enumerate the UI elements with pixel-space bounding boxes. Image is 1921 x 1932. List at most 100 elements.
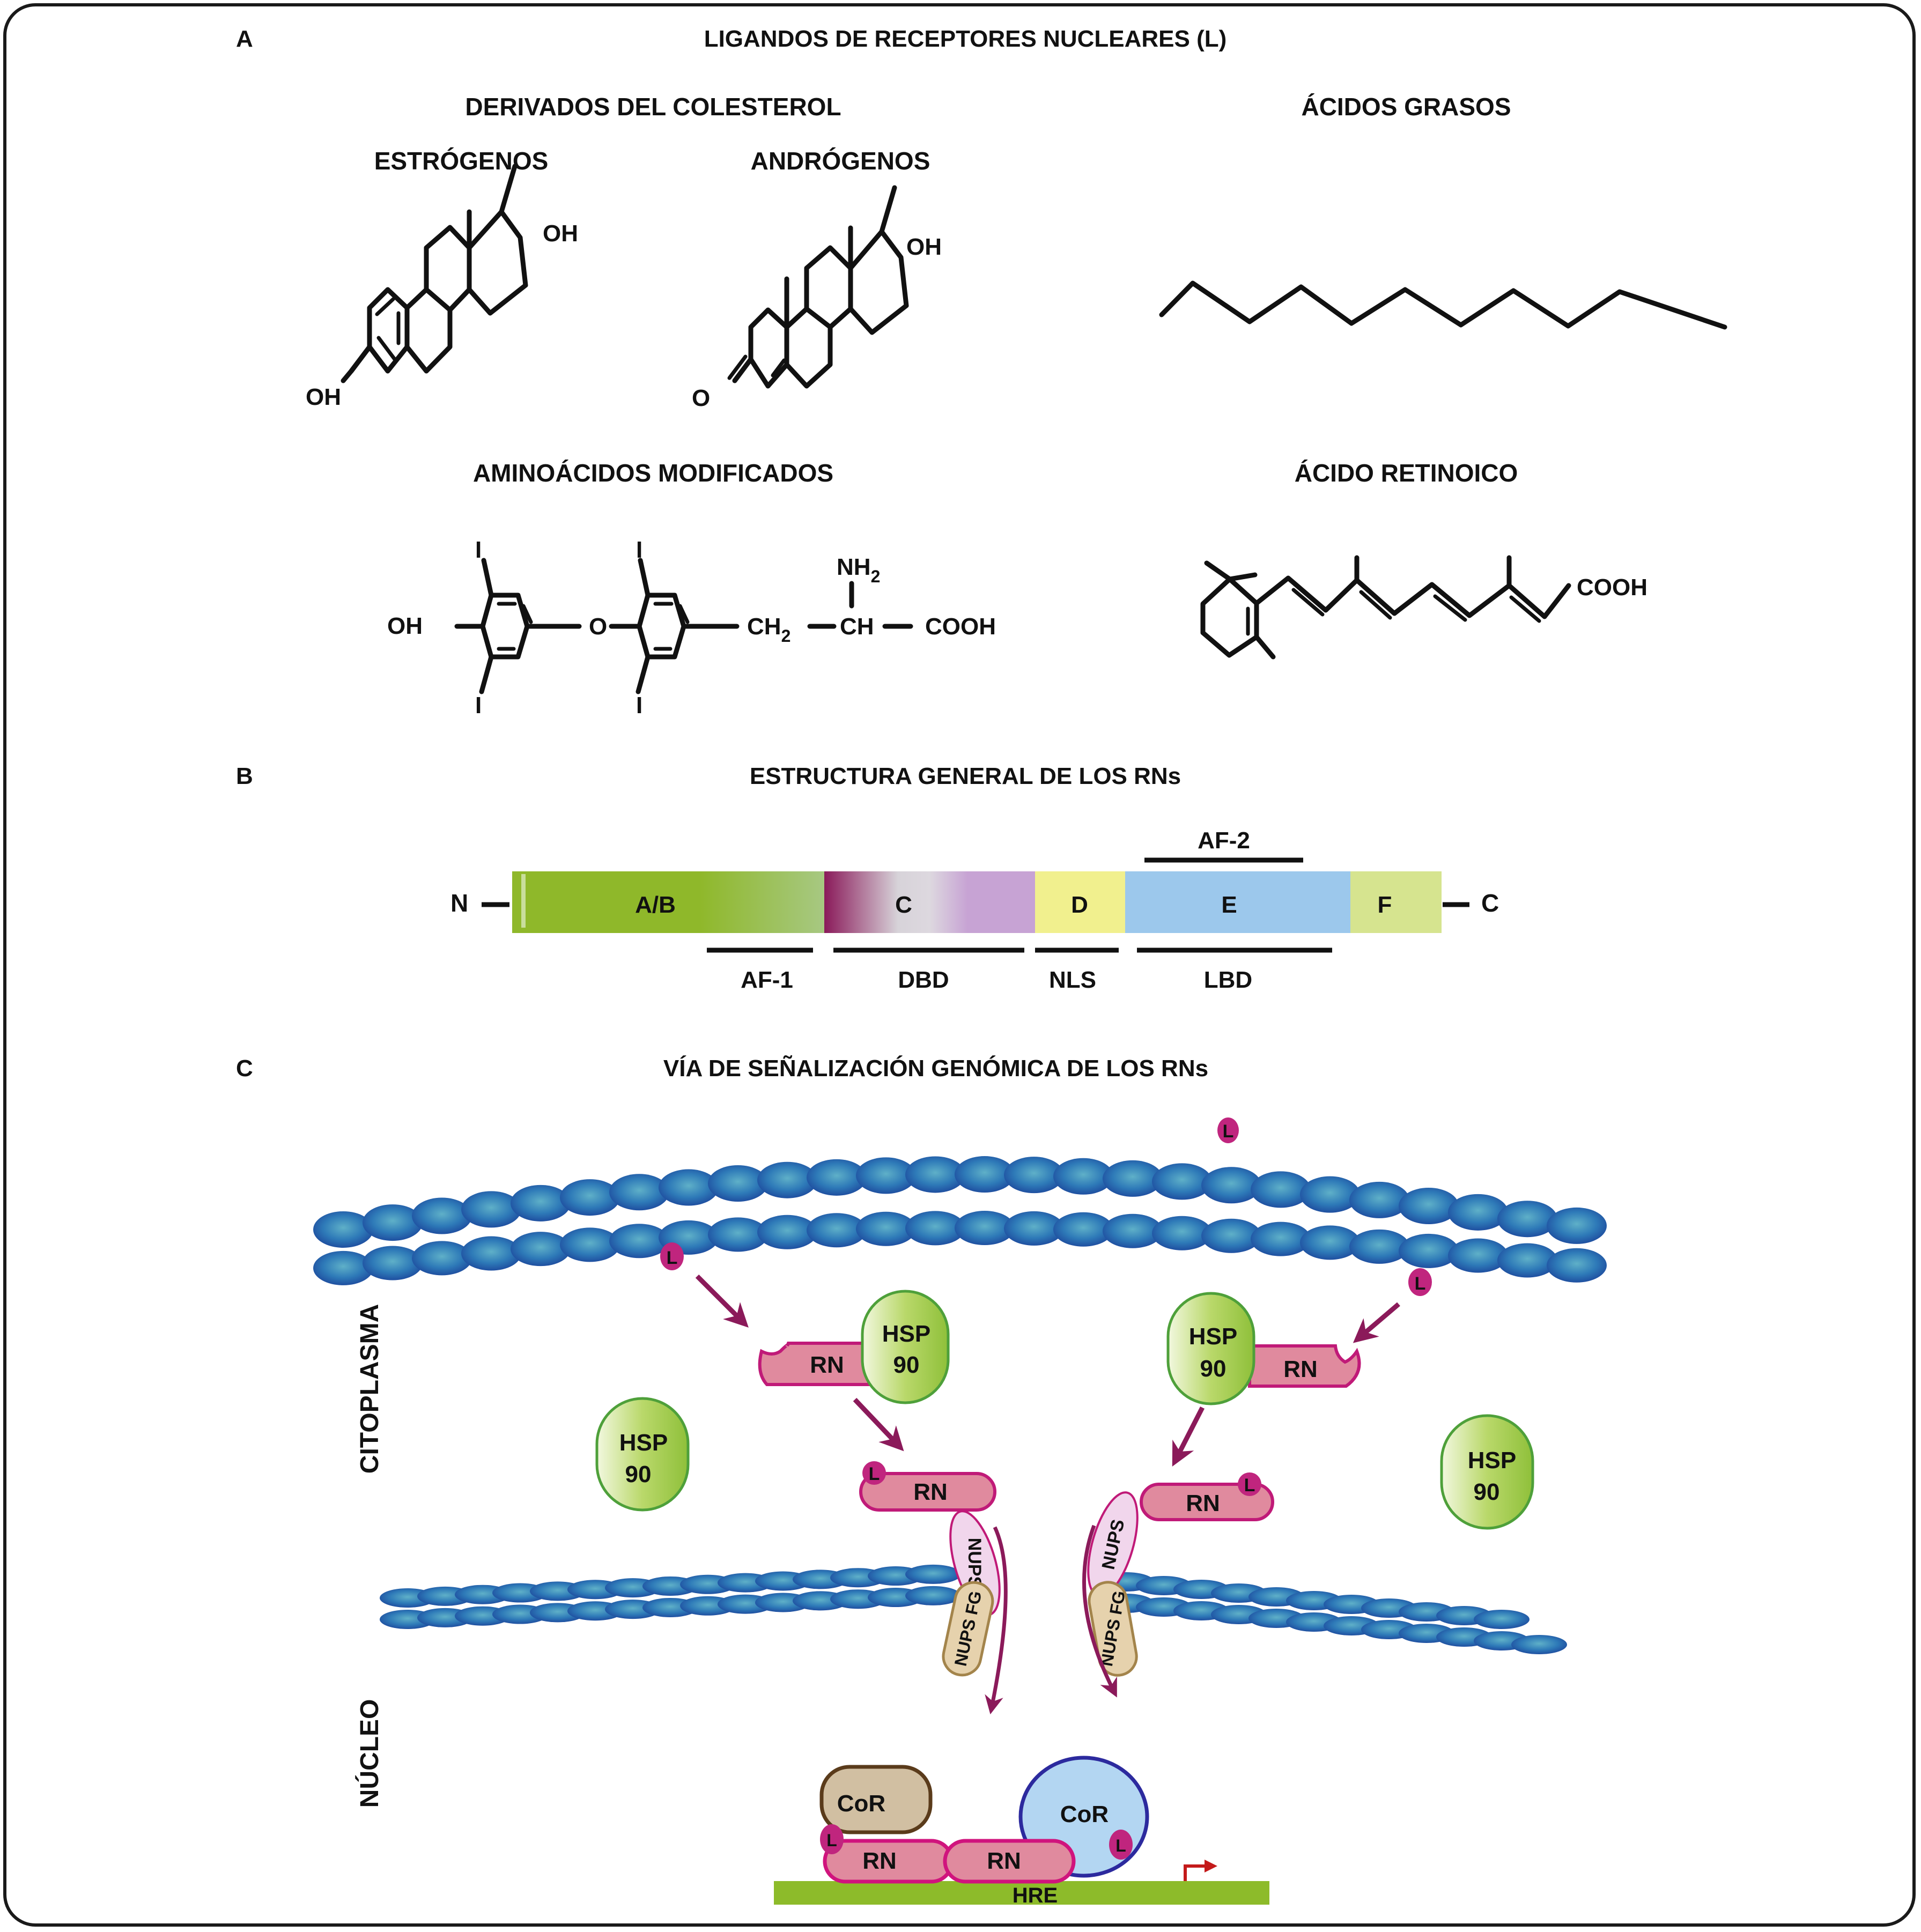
domain-ab-label: A/B: [635, 892, 676, 918]
membranes: [313, 1156, 1607, 1654]
svg-text:L: L: [1415, 1274, 1426, 1294]
cytoplasm-label: CITOPLASMA: [356, 1304, 384, 1474]
membrane-bead: [1399, 1233, 1459, 1268]
svg-text:RN: RN: [987, 1848, 1021, 1874]
corepressor-right-label: CoR: [1060, 1801, 1109, 1827]
nups-fg-shape: [1088, 1581, 1138, 1677]
dna-binding-complex: HRE CoR CoR RN RN L L: [774, 1756, 1269, 1907]
estrogens-heading: ESTRÓGENOS: [374, 147, 549, 175]
membrane-bead: [461, 1236, 521, 1271]
thyroid-nh2: NH2: [837, 554, 880, 586]
membrane-bead: [1103, 1160, 1163, 1197]
rn-label: RN: [810, 1352, 844, 1378]
estrogen-oh-top: OH: [543, 220, 578, 247]
membrane-bead: [511, 1185, 571, 1222]
svg-text:RN: RN: [913, 1479, 948, 1505]
ligand-bound-left: [820, 1824, 844, 1854]
domain-c-label: C: [895, 892, 912, 918]
svg-text:L: L: [1223, 1121, 1234, 1142]
membrane-bead: [1399, 1187, 1459, 1224]
lbd-label: LBD: [1204, 967, 1252, 993]
nuclear-pore-left: NUPS NUPS FG: [942, 1510, 1008, 1715]
membrane-bead: [807, 1159, 867, 1196]
membrane-bead: [1448, 1238, 1508, 1273]
membrane-bead: [955, 1156, 1015, 1193]
rn-label: RN: [1283, 1356, 1318, 1382]
iodine-3: I: [636, 537, 642, 563]
membrane-bead: [363, 1204, 423, 1241]
thyroid-oh: OH: [387, 613, 423, 639]
domain-ab-highlight: [521, 874, 526, 928]
hsp90-shape: [1166, 1292, 1255, 1405]
domain-e: [1125, 871, 1350, 933]
membrane-bead: [363, 1246, 423, 1280]
hsp-label: HSP: [882, 1321, 930, 1347]
membrane-bead: [560, 1179, 620, 1216]
membrane-bead: [1547, 1207, 1607, 1244]
hsp-number: 90: [893, 1352, 920, 1378]
membrane-bead: [1547, 1248, 1607, 1283]
membrane-bead: [1004, 1211, 1064, 1246]
outer-membrane-bottom-layer: [313, 1211, 1607, 1285]
membrane-bead: [1511, 1635, 1567, 1654]
androgen-o: O: [692, 385, 710, 411]
membrane-bead: [1474, 1610, 1530, 1629]
svg-text:L: L: [1115, 1836, 1126, 1855]
panel-b-title: ESTRUCTURA GENERAL DE LOS RNs: [750, 763, 1181, 789]
membrane-bead: [1349, 1229, 1409, 1264]
thyroid-ch2: CH2: [747, 613, 790, 646]
androgen-oh: OH: [906, 234, 942, 260]
nups-fg-shape: [942, 1581, 994, 1677]
membrane-bead: [1053, 1158, 1113, 1195]
rn-shape: [758, 1342, 870, 1386]
ligand-left: L: [660, 1242, 684, 1270]
membrane-bead: [856, 1211, 916, 1246]
membrane-bead: [461, 1191, 521, 1228]
membrane-bead: [905, 1564, 961, 1584]
ligand-bound-right: [1109, 1830, 1133, 1860]
hsp90-free-left: HSP 90: [595, 1397, 690, 1512]
panel-c-letter: C: [236, 1055, 253, 1082]
membrane-bead: [659, 1169, 719, 1206]
svg-text:L: L: [667, 1248, 678, 1268]
thyroid-ether-o: O: [589, 613, 607, 640]
svg-text:HSP: HSP: [1468, 1447, 1516, 1474]
fatty-acids-heading: ÁCIDOS GRASOS: [1301, 93, 1511, 121]
domain-d-label: D: [1071, 892, 1088, 918]
membrane-bead: [511, 1232, 571, 1267]
arrow-rn-activation-left: [853, 1397, 904, 1452]
svg-text:HSP: HSP: [619, 1430, 668, 1456]
fatty-acid-chain-zigzag: [1159, 280, 1727, 330]
panel-b-letter: B: [236, 763, 253, 789]
membrane-bead: [412, 1241, 472, 1276]
nuclear-pore-right: NUPS NUPS FG: [1082, 1491, 1139, 1698]
dbd-label: DBD: [898, 967, 949, 993]
membrane-bead: [1251, 1222, 1311, 1256]
n-terminus-label: N: [450, 889, 468, 917]
panel-a-letter: A: [236, 26, 253, 52]
membrane-bead: [955, 1211, 1015, 1246]
hsp90-shape: [861, 1290, 950, 1404]
outer-membrane-top-layer: [313, 1156, 1607, 1248]
arrow-ligand-to-rn-left: [695, 1274, 749, 1328]
membrane-bead: [1152, 1216, 1212, 1250]
panel-a-title: LIGANDOS DE RECEPTORES NUCLEARES (L): [704, 26, 1227, 52]
ligand-right: L: [1408, 1268, 1432, 1296]
corepressor-left-label: CoR: [837, 1790, 885, 1817]
membrane-bead: [708, 1165, 768, 1202]
rn-dimer-right: [943, 1839, 1076, 1884]
membrane-bead: [905, 1156, 965, 1193]
thyroid-cooh: COOH: [925, 613, 996, 640]
membrane-bead: [1201, 1218, 1261, 1253]
rn-ligand-bound-right: L RN: [1140, 1472, 1274, 1521]
membrane-bead: [856, 1157, 916, 1194]
membrane-bead: [757, 1215, 817, 1249]
nuclear-envelope-left-bottom: [380, 1586, 961, 1629]
transcription-start-arrow: [1184, 1860, 1217, 1881]
membrane-bead: [609, 1224, 669, 1259]
svg-text:L: L: [869, 1464, 880, 1484]
af2-label: AF-2: [1198, 827, 1250, 854]
thyroid-ch: CH: [840, 613, 874, 640]
membrane-bead: [1448, 1194, 1508, 1231]
import-arrow-left: [985, 1526, 1008, 1715]
